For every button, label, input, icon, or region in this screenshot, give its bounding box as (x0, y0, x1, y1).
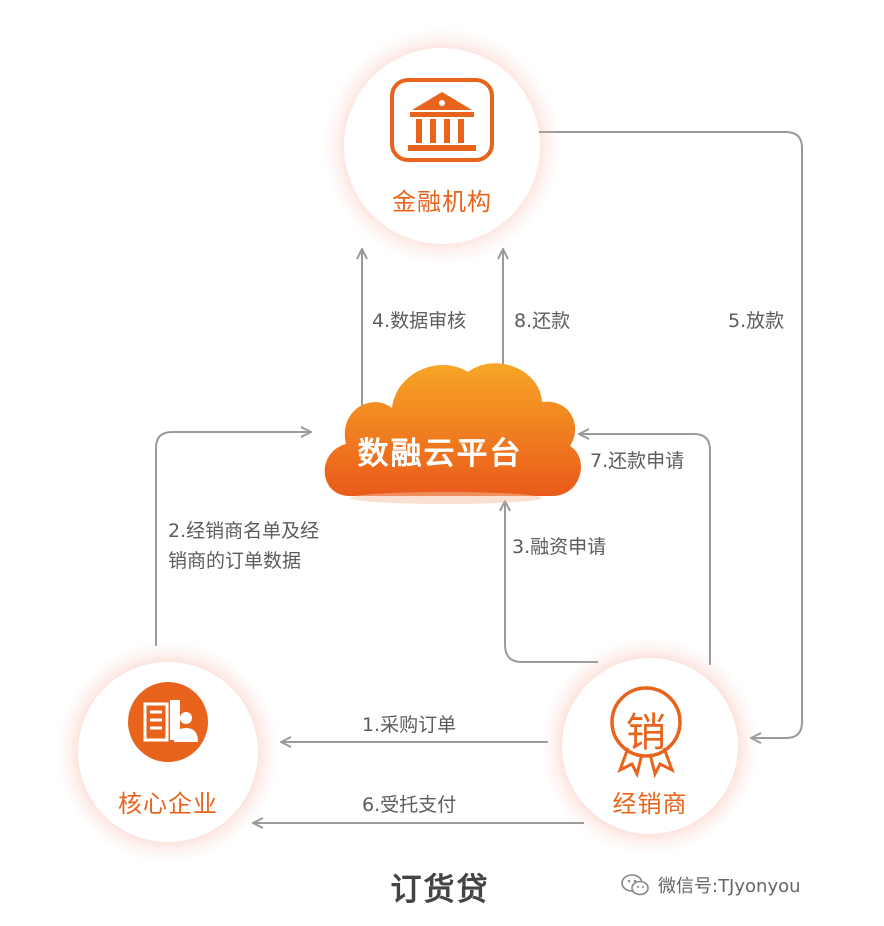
connectors (155, 131, 803, 823)
cloud-icon (324, 363, 582, 496)
flow-label-financing-request: 3.融资申请 (512, 536, 607, 558)
flow-label-loan: 5.放款 (728, 310, 785, 332)
dealer-seal-char: 销 (626, 710, 666, 756)
wechat-icon (621, 874, 649, 896)
sales-seal-icon (610, 686, 682, 779)
arrow-dealer-list (155, 432, 310, 646)
platform-label: 数融云平台 (357, 436, 523, 472)
flow-label-data-review: 4.数据审核 (372, 310, 467, 332)
wechat-watermark: 微信号:TJyonyou (620, 872, 801, 898)
cloud-platform (324, 363, 582, 504)
node-core-enterprise (56, 640, 280, 864)
flow-label-entrusted-payment: 6.受托支付 (362, 794, 457, 816)
core-enterprise-label: 核心企业 (118, 790, 218, 818)
arrow-loan (532, 131, 803, 738)
flow-label-dealer-list-line1: 2.经销商名单及经 (168, 520, 320, 542)
diagram-title: 订货贷 (390, 872, 490, 908)
bank-icon (390, 78, 494, 162)
dealer-label: 经销商 (612, 790, 688, 818)
bank-label: 金融机构 (392, 188, 492, 216)
arrow-repayment-request (580, 434, 711, 665)
flow-label-purchase-order: 1.采购订单 (362, 714, 457, 736)
watermark-text: 微信号:TJyonyou (658, 876, 801, 897)
arrow-financing-request (505, 502, 598, 663)
enterprise-building-icon (128, 682, 208, 762)
node-dealer (540, 636, 760, 856)
flow-label-repayment: 8.还款 (514, 310, 571, 332)
flow-label-dealer-list-line2: 销商的订单数据 (168, 550, 302, 572)
flow-label-repayment-request: 7.还款申请 (590, 450, 685, 472)
node-bank (322, 26, 562, 266)
